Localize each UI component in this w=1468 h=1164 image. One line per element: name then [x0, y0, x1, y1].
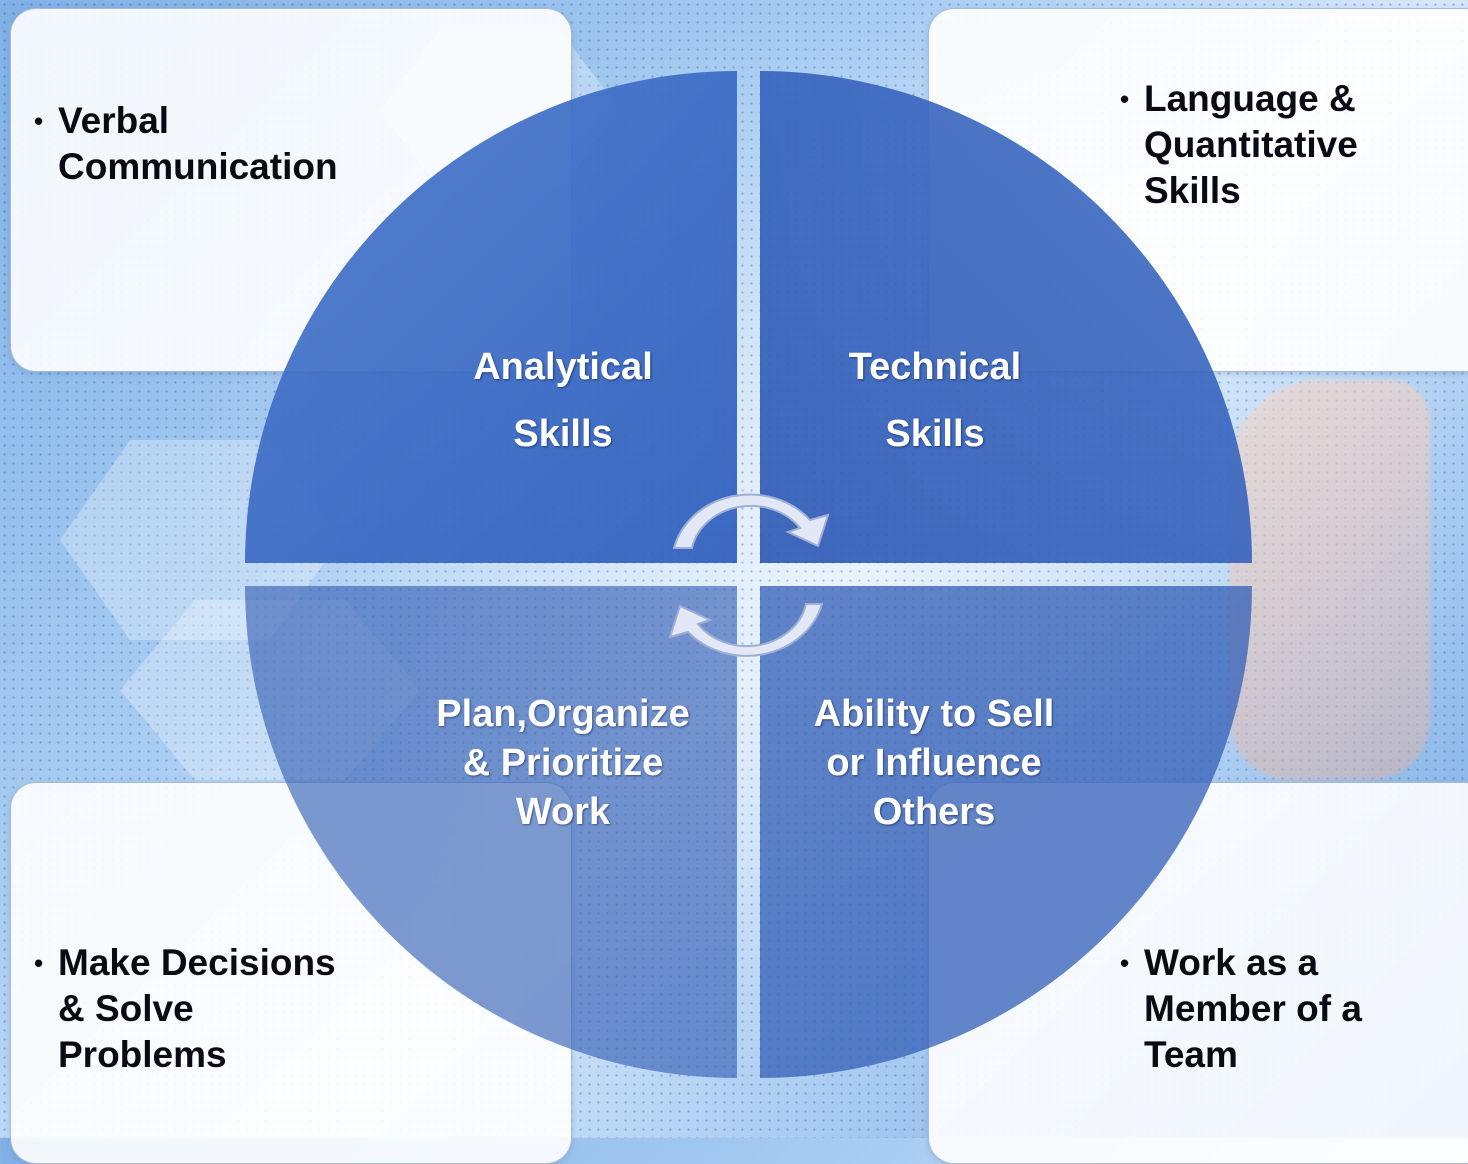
quadrant-label-bottom-right: Ability to Sell or Influence Others — [813, 693, 1055, 833]
card-text-top-right: • Language & Quantitative Skills — [1120, 76, 1444, 214]
card-text-top-left: • Verbal Communication — [34, 98, 538, 190]
quadrant-bottom-right — [760, 586, 1252, 1078]
bullet-dot: • — [1120, 948, 1130, 978]
quadrant-label-top-right: Technical Skills — [848, 346, 1022, 455]
card-text: Work as a Member of a Team — [1144, 942, 1362, 1075]
bullet-dot: • — [34, 106, 44, 136]
quadrant-bottom-left — [245, 586, 737, 1078]
card-text: Verbal Communication — [58, 100, 338, 187]
cycle-arrows-icon — [668, 493, 830, 657]
quadrant-top-left — [245, 71, 737, 563]
quadrant-label-bottom-left: Plan,Organize & Prioritize Work — [436, 693, 690, 833]
card-text: Language & Quantitative Skills — [1144, 78, 1358, 211]
quadrant-top-right — [760, 71, 1252, 563]
background-hand — [1230, 380, 1430, 780]
bullet-dot: • — [1120, 84, 1130, 114]
bullet-dot: • — [34, 948, 44, 978]
card-text: Make Decisions & Solve Problems — [58, 942, 336, 1075]
quadrant-label-top-left: Analytical Skills — [473, 346, 653, 455]
card-text-bottom-right: • Work as a Member of a Team — [1120, 940, 1444, 1078]
quadrant-circle — [245, 71, 1252, 1078]
card-text-bottom-left: • Make Decisions & Solve Problems — [34, 940, 538, 1078]
